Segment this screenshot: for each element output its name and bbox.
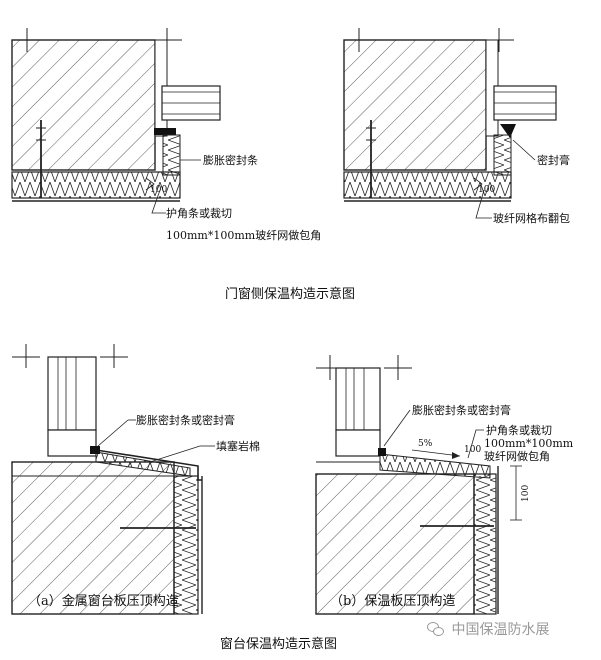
label-seal: 膨胀密封条或密封膏 xyxy=(136,413,235,427)
label-corner-bead: 护角条或裁切 xyxy=(486,423,552,437)
label-seal-strip: 膨胀密封条 xyxy=(203,153,258,167)
bottom-a-detail: 膨胀密封条或密封膏 填塞岩棉 xyxy=(11,344,260,615)
label-corner-mesh: 100mm*100mm玻纤网做包角 xyxy=(166,228,321,242)
label-corner-mesh-1: 100mm*100mm xyxy=(484,437,574,450)
top-left-detail: 100 膨胀密封条 护角条或裁切 100mm*100mm玻纤网做包角 xyxy=(11,28,321,242)
wall-insulation xyxy=(173,475,199,615)
seal-strip xyxy=(154,128,176,135)
side-insulation xyxy=(493,134,512,176)
bottom-caption: 窗台保温构造示意图 xyxy=(220,637,338,652)
concrete-wall xyxy=(11,461,175,615)
small-dimension: 100 xyxy=(478,185,495,195)
caption-a: （a）金属窗台板压顶构造 xyxy=(28,594,179,609)
concrete-wall xyxy=(343,39,487,171)
label-seal: 膨胀密封条或密封膏 xyxy=(412,403,511,417)
concrete-wall xyxy=(11,39,156,171)
sealant xyxy=(500,124,516,138)
watermark-text: 中国保温防水展 xyxy=(451,622,550,638)
label-mesh-wrap: 玻纤网格布翻包 xyxy=(493,211,570,225)
metal-sill-cap xyxy=(95,449,202,481)
wall-insulation xyxy=(473,473,497,615)
seal xyxy=(90,446,100,454)
bottom-b-detail: 5% 100 100 膨胀密封条或密封膏 护角条或裁切 100mm*100mm … xyxy=(315,355,574,615)
seal xyxy=(378,448,386,456)
side-insulation xyxy=(162,134,181,176)
caption-b: （b）保温板压顶构造 xyxy=(330,594,456,609)
label-corner-bead: 护角条或裁切 xyxy=(166,206,232,220)
label-sealant: 密封膏 xyxy=(537,153,570,167)
dimension-side: 100 xyxy=(521,485,531,502)
watermark: 中国保温防水展 xyxy=(427,619,549,639)
label-corner-mesh-2: 玻纤网做包角 xyxy=(484,449,550,463)
top-right-detail: 100 密封膏 玻纤网格布翻包 xyxy=(343,28,570,225)
slope-label: 5% xyxy=(418,439,433,449)
top-caption: 门窗侧保温构造示意图 xyxy=(225,287,356,302)
window-frame xyxy=(47,356,97,431)
concrete-wall xyxy=(315,473,475,615)
small-dimension: 100 xyxy=(150,185,167,195)
label-rock-wool: 填塞岩棉 xyxy=(216,439,260,453)
window-frame xyxy=(335,367,381,431)
dimension-top: 100 xyxy=(464,445,481,455)
wechat-icon xyxy=(427,622,444,636)
